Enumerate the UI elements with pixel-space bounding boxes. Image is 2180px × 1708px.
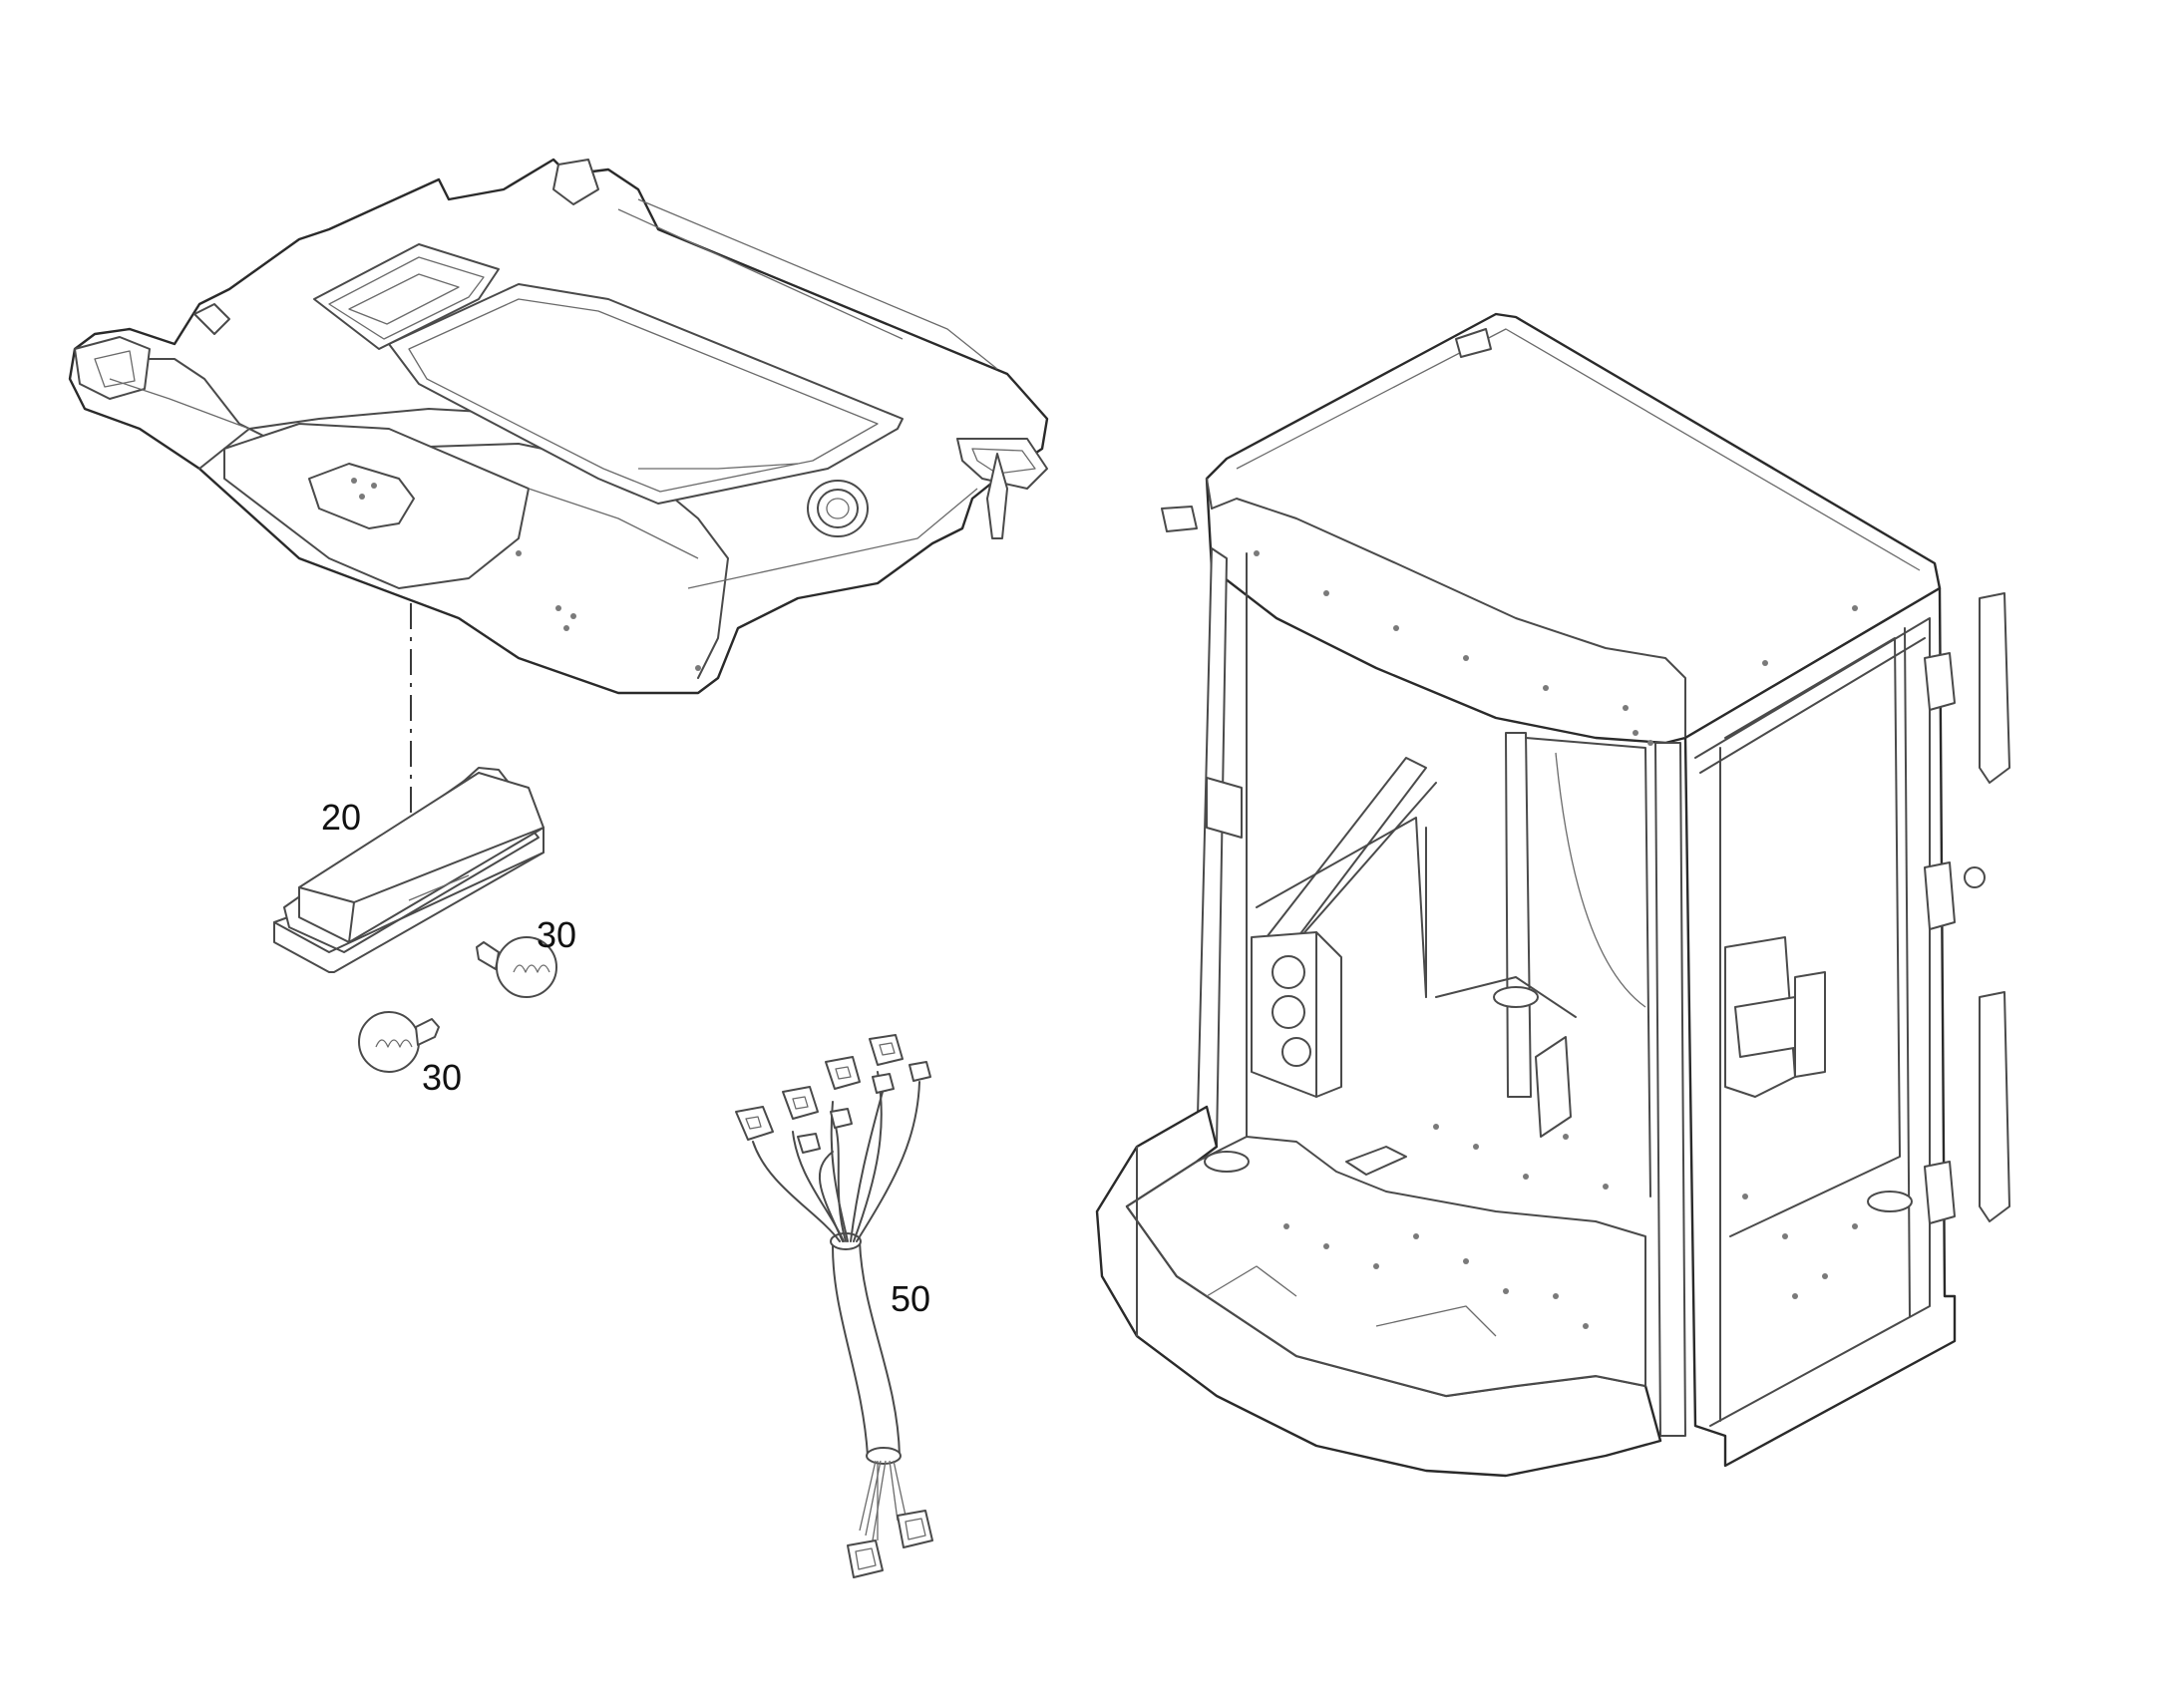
roof-liner-panel [68, 158, 1049, 695]
callout-30-lower: 30 [422, 1057, 462, 1098]
wiring-harness: 50 [735, 1034, 933, 1578]
callout-30-upper: 30 [537, 914, 576, 955]
cab-frame [1095, 312, 2010, 1478]
bulb-upper: 30 [476, 914, 576, 998]
callout-50: 50 [891, 1278, 930, 1319]
callout-20: 20 [321, 797, 361, 838]
dome-lamp-housing: 20 [273, 767, 545, 973]
bulb-lower: 30 [358, 1011, 462, 1098]
